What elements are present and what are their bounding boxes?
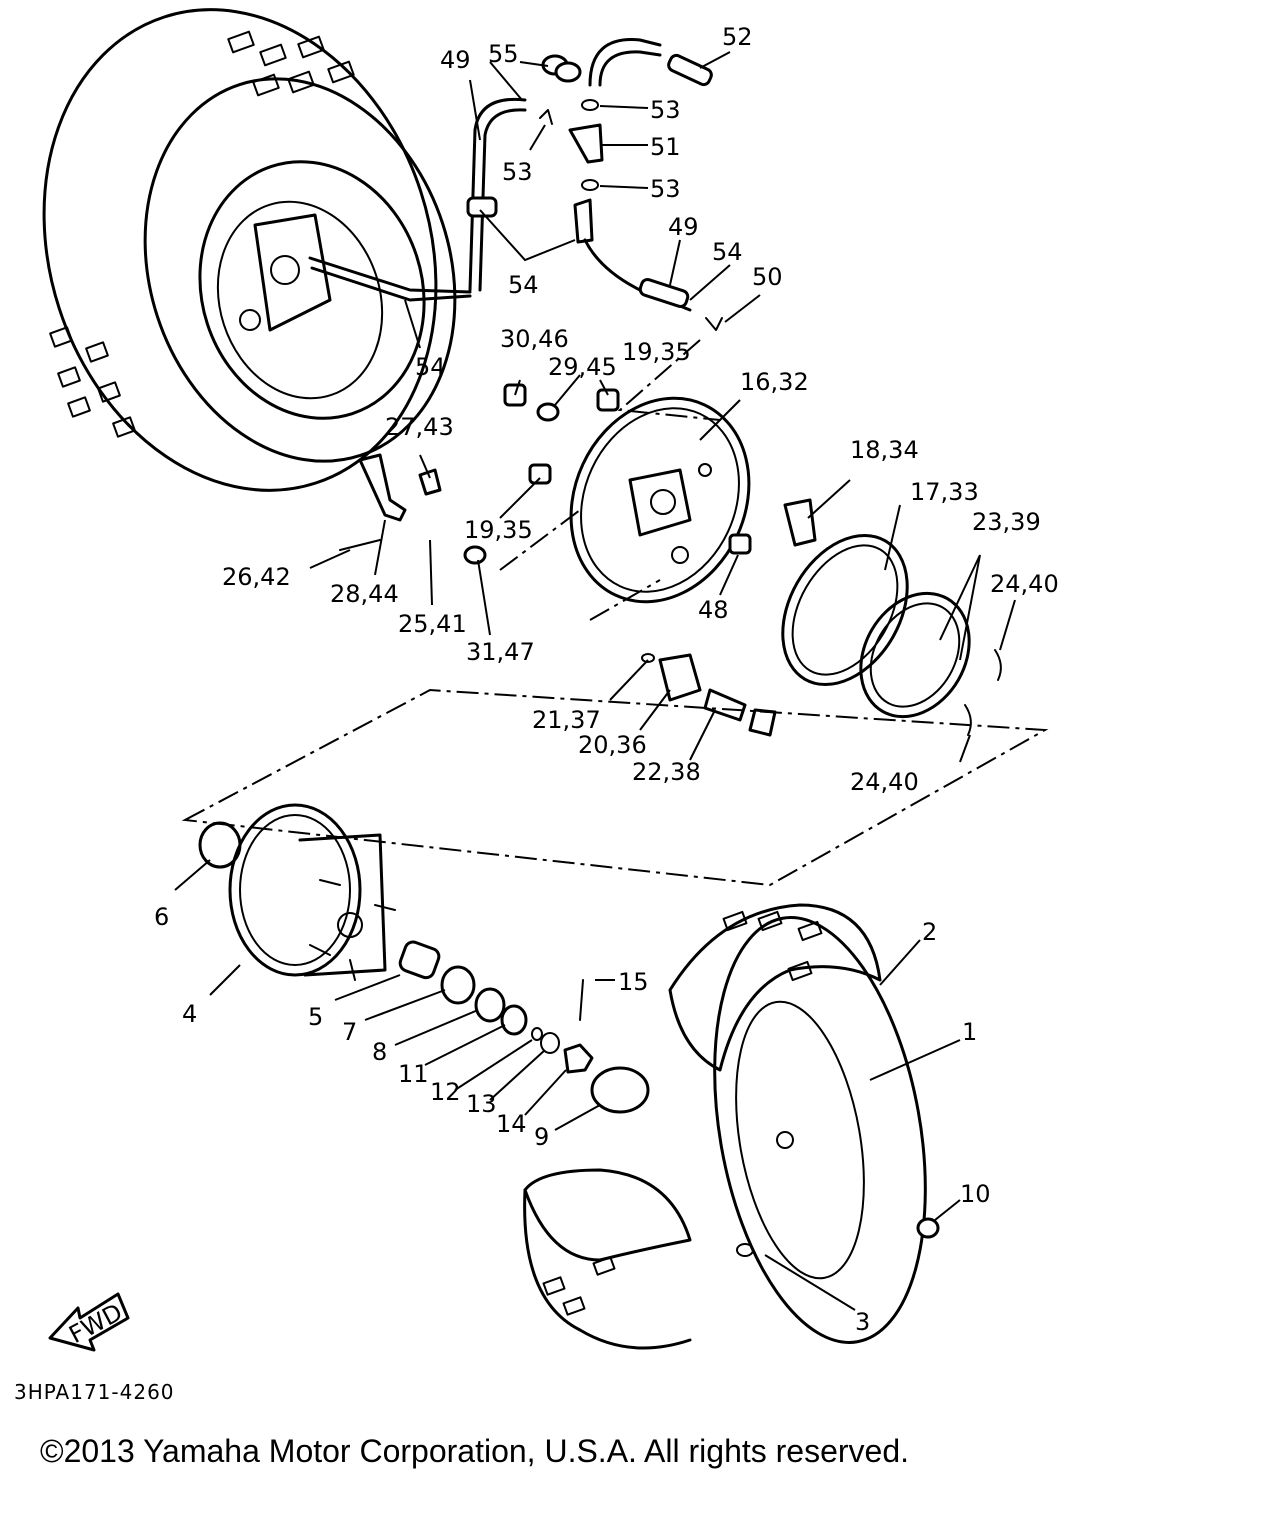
copyright-notice: ©2013 Yamaha Motor Corporation, U.S.A. A… <box>40 1433 910 1469</box>
label-23-39: 23,39 <box>972 508 1041 536</box>
label-30-46: 30,46 <box>500 325 569 353</box>
label-20-36: 20,36 <box>578 731 647 759</box>
leader-lines <box>174 51 1016 1311</box>
label-7: 7 <box>342 1018 357 1046</box>
label-54-right: 54 <box>712 238 743 266</box>
label-53-left: 53 <box>502 158 533 186</box>
label-52: 52 <box>722 23 753 51</box>
label-13: 13 <box>466 1090 497 1118</box>
label-4: 4 <box>182 1000 197 1028</box>
label-53-right-top: 53 <box>650 96 681 124</box>
label-12: 12 <box>430 1078 461 1106</box>
label-24-40-upper: 24,40 <box>990 570 1059 598</box>
label-29-45: 29,45 <box>548 353 617 381</box>
label-54-left: 54 <box>415 353 446 381</box>
label-8: 8 <box>372 1038 387 1066</box>
label-54-middle: 54 <box>508 271 539 299</box>
label-1: 1 <box>962 1018 977 1046</box>
label-10: 10 <box>960 1180 991 1208</box>
label-19-35-top: 19,35 <box>622 338 691 366</box>
label-6: 6 <box>154 903 169 931</box>
label-26-42: 26,42 <box>222 563 291 591</box>
label-55: 55 <box>488 40 519 68</box>
label-24-40-lower: 24,40 <box>850 768 919 796</box>
brake-plate-drawing <box>339 383 1002 737</box>
label-9: 9 <box>534 1123 549 1151</box>
label-18-34: 18,34 <box>850 436 919 464</box>
label-49-middle: 49 <box>668 213 699 241</box>
hub-and-lower-wheel-drawing <box>198 803 940 1350</box>
label-51: 51 <box>650 133 681 161</box>
part-labels: 52 49 55 53 51 53 53 49 54 50 54 54 30,4… <box>154 23 1059 1336</box>
fwd-arrow: FWD <box>48 1292 130 1352</box>
label-50: 50 <box>752 263 783 291</box>
label-28-44: 28,44 <box>330 580 399 608</box>
label-11: 11 <box>398 1060 429 1088</box>
label-25-41: 25,41 <box>398 610 467 638</box>
upper-wheel-drawing <box>42 8 472 492</box>
fwd-label: FWD <box>64 1298 127 1349</box>
label-49-top: 49 <box>440 46 471 74</box>
label-21-37: 21,37 <box>532 706 601 734</box>
label-5: 5 <box>308 1003 323 1031</box>
label-48: 48 <box>698 596 729 624</box>
label-2: 2 <box>922 918 937 946</box>
label-31-47: 31,47 <box>466 638 535 666</box>
assembly-outlines <box>181 339 1049 887</box>
label-3: 3 <box>855 1308 870 1336</box>
label-14: 14 <box>496 1110 527 1138</box>
label-19-35-bottom: 19,35 <box>464 516 533 544</box>
label-53-right-bottom: 53 <box>650 175 681 203</box>
label-16-32: 16,32 <box>740 368 809 396</box>
label-22-38: 22,38 <box>632 758 701 786</box>
label-27-43: 27,43 <box>385 413 454 441</box>
label-15: 15 <box>618 968 649 996</box>
catalog-code: 3HPA171-4260 <box>14 1380 175 1404</box>
label-17-33: 17,33 <box>910 478 979 506</box>
